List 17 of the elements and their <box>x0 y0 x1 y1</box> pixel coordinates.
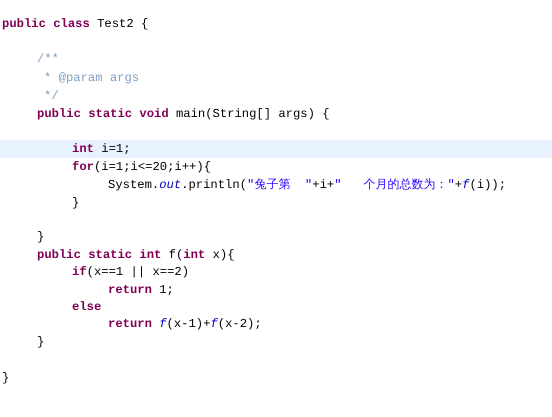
code-line: public static void main(String[] args) { <box>37 106 330 122</box>
code-line: return f(x-1)+f(x-2); <box>108 316 262 332</box>
code-line: System.out.println("兔子第 "+i+" 个月的总数为："+f(i)); <box>108 177 506 193</box>
code-line: public static int f(int x){ <box>37 247 235 263</box>
code-line: else <box>72 299 102 315</box>
code-line: if(x==1 || x==2) <box>72 264 190 280</box>
code-comment-line: /** <box>37 51 59 67</box>
code-line: } <box>37 334 44 350</box>
code-comment-line: * @param args <box>44 70 140 86</box>
code-line: return 1; <box>108 282 174 298</box>
code-line: } <box>37 229 44 245</box>
code-comment-line: */ <box>44 88 59 104</box>
code-line: public class Test2 { <box>2 16 148 32</box>
code-line: } <box>2 370 10 386</box>
code-line: for(i=1;i<=20;i++){ <box>72 159 211 175</box>
code-line: } <box>72 195 80 211</box>
code-line: int i=1; <box>72 141 131 157</box>
